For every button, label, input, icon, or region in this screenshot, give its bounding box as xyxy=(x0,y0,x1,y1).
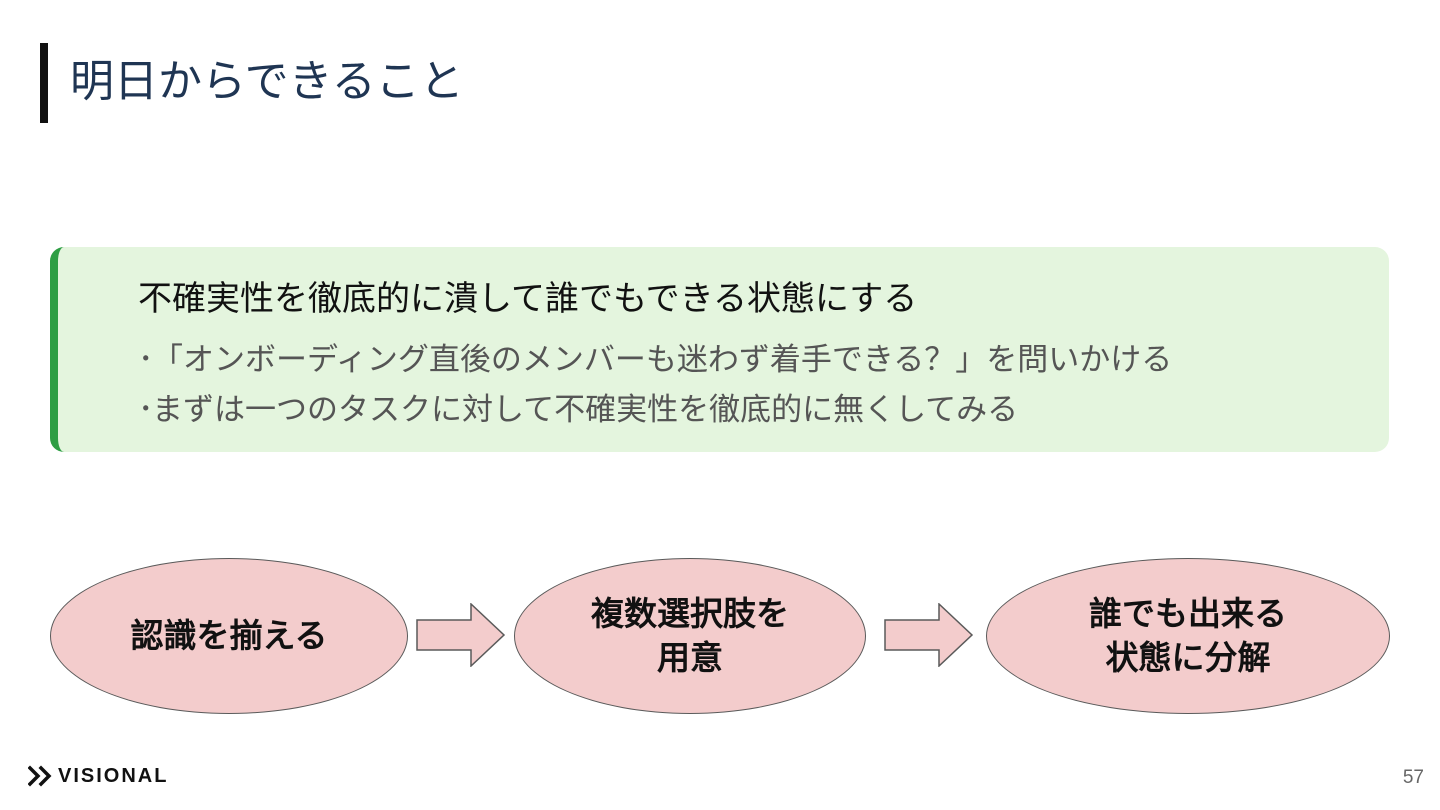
flow-step-label-line: 状態に分解 xyxy=(1105,638,1271,677)
flow-step-label: 認識を揃える xyxy=(130,614,327,658)
flow-step-prepare-options: 複数選択肢を 用意 xyxy=(514,558,866,714)
bullet-marker: ･ xyxy=(138,342,154,378)
flow-step-label-line: 複数選択肢を xyxy=(591,594,789,633)
flow-step-label: 複数選択肢を 用意 xyxy=(591,592,789,680)
callout-bullet-list: ･「オンボーディング直後のメンバーも迷わず着手できる？」を問いかける ･まずは一… xyxy=(138,335,1172,435)
callout-bullet-text: まずは一つのタスクに対して不確実性を徹底的に無くしてみる xyxy=(152,392,1019,428)
callout-heading: 不確実性を徹底的に潰して誰でもできる状態にする xyxy=(138,279,918,319)
flow-step-decompose-for-anyone: 誰でも出来る 状態に分解 xyxy=(986,558,1390,714)
key-message-callout: 不確実性を徹底的に潰して誰でもできる状態にする ･「オンボーディング直後のメンバ… xyxy=(50,247,1389,452)
title-accent-bar xyxy=(40,43,48,123)
page-title: 明日からできること xyxy=(70,56,464,107)
double-chevron-right-icon xyxy=(28,765,52,787)
flow-arrow-icon xyxy=(884,603,974,667)
flow-step-label-line: 用意 xyxy=(657,638,723,677)
flow-arrow-icon xyxy=(416,603,506,667)
logo-wordmark: VISIONAL xyxy=(58,765,169,787)
callout-bullet-text: 「オンボーディング直後のメンバーも迷わず着手できる？」を問いかける xyxy=(152,342,1173,378)
callout-bullet-item: ･「オンボーディング直後のメンバーも迷わず着手できる？」を問いかける xyxy=(138,335,1172,385)
flow-step-label-line: 認識を揃える xyxy=(130,616,328,655)
visional-logo: VISIONAL xyxy=(28,764,168,788)
flow-step-label-line: 誰でも出来る xyxy=(1089,594,1287,633)
callout-bullet-item: ･まずは一つのタスクに対して不確実性を徹底的に無くしてみる xyxy=(138,385,1172,435)
flow-step-label: 誰でも出来る 状態に分解 xyxy=(1089,592,1287,680)
bullet-marker: ･ xyxy=(138,392,154,428)
flow-step-align-understanding: 認識を揃える xyxy=(50,558,408,714)
page-number: 57 xyxy=(1402,767,1424,788)
